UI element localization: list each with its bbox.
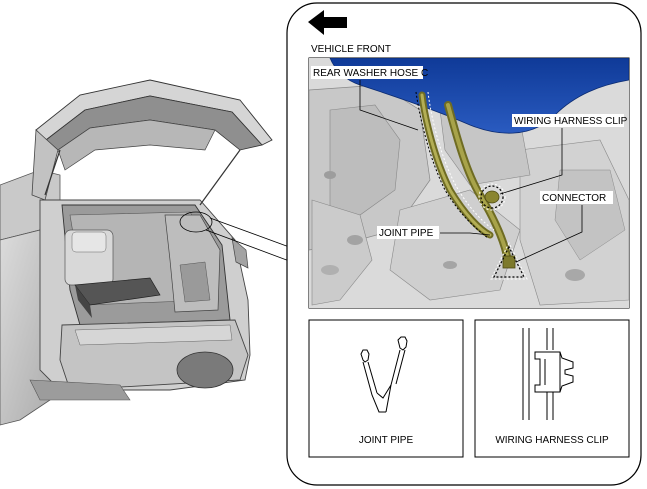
wiring-harness-clip-label: WIRING HARNESS CLIP xyxy=(514,116,628,127)
wiring-harness-clip-leader xyxy=(499,128,563,195)
rear-washer-hose-c-leader xyxy=(359,80,419,131)
wiring-harness-clip-inset xyxy=(474,319,630,458)
wiring-harness-clip-drawing xyxy=(522,328,574,420)
detail-view xyxy=(309,58,629,308)
connector-leader xyxy=(515,205,583,263)
joint-pipe-label: JOINT PIPE xyxy=(379,228,434,239)
joint-pipe-inset xyxy=(308,319,464,458)
rear-washer-hose-highlight xyxy=(415,91,489,239)
connector-label: CONNECTOR xyxy=(542,193,606,204)
vehicle-front-arrow-icon xyxy=(308,10,347,35)
vehicle-front-label: VEHICLE FRONT xyxy=(311,44,391,55)
vehicle-rear-illustration xyxy=(0,79,273,426)
callout-leader-bottom xyxy=(205,229,293,263)
callout-leader-top xyxy=(209,217,293,249)
rear-washer-hose-c-label: REAR WASHER HOSE C xyxy=(313,68,428,79)
joint-pipe-leader xyxy=(440,232,491,236)
wiring-harness-clip-caption: WIRING HARNESS CLIP xyxy=(495,435,609,446)
joint-pipe-drawing xyxy=(360,336,408,413)
wiring-harness-clip-marker xyxy=(480,185,504,209)
joint-pipe-caption: JOINT PIPE xyxy=(359,435,414,446)
